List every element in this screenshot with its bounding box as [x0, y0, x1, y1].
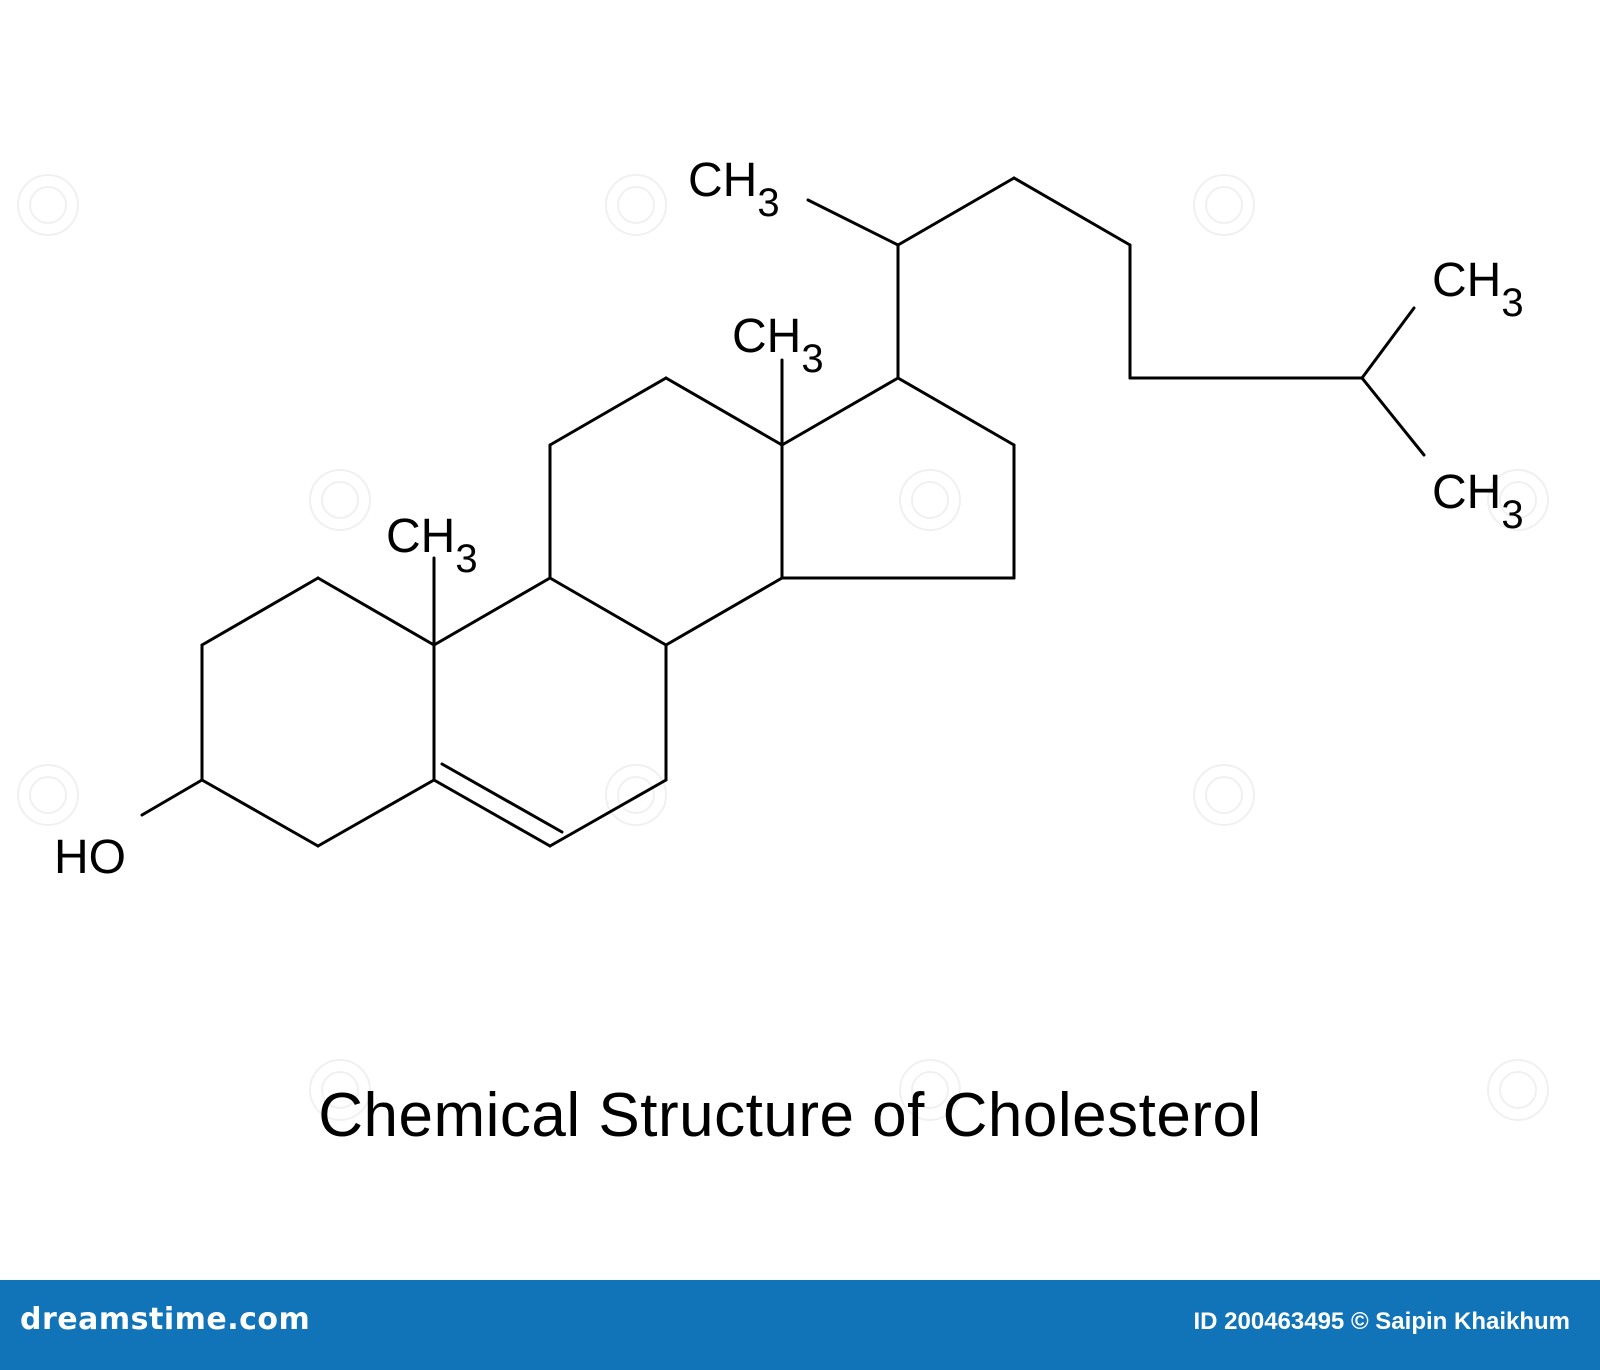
bond-c13-c17: [780, 376, 900, 447]
caption-text: Chemical Structure of Cholesterol: [318, 1081, 1262, 1150]
cholesterol-structure-diagram: CH3 CH3 CH3 CH3 CH3 HO: [17, 154, 1549, 1121]
bond-c5-c6-double: [440, 762, 564, 834]
bond-c3-hydroxyl: [140, 778, 204, 817]
label-ch3-c10: CH3: [386, 510, 478, 581]
ring-b: [432, 576, 668, 848]
ring-a: [200, 576, 436, 848]
bond-c8-c9: [548, 576, 668, 647]
bond-c12-c13: [664, 376, 784, 447]
watermark-pattern: [17, 174, 1549, 1121]
diagram-caption: Chemical Structure of Cholesterol: [0, 1080, 1600, 1151]
bond-c10-c1: [316, 576, 436, 647]
label-hydroxyl: HO: [54, 831, 126, 884]
bond-c20-c21: [806, 198, 900, 247]
bond-c9-c10: [432, 576, 552, 647]
side-chain: [806, 176, 1426, 457]
bond-c17-c16: [896, 376, 1016, 447]
bond-c25-c26: [1360, 306, 1416, 380]
label-ch3-c13: CH3: [732, 310, 824, 381]
footer-bar: dreamstime.com ID 200463495 © Saipin Kha…: [0, 1280, 1600, 1370]
bond-c3-c4: [200, 778, 320, 848]
bond-c25-c27: [1360, 376, 1426, 457]
ring-d: [780, 376, 1016, 580]
bond-c22-c23: [1012, 176, 1132, 247]
bond-c5-c6: [432, 778, 552, 848]
ring-c: [548, 376, 784, 647]
label-ch3-terminal-lower: CH3: [1432, 466, 1524, 537]
bond-c11-c12: [548, 376, 668, 447]
bond-c4-c5: [316, 778, 436, 848]
label-ch3-side-chain: CH3: [688, 154, 780, 225]
label-ch3-terminal-upper: CH3: [1432, 254, 1524, 325]
bond-c6-c7: [548, 778, 668, 848]
image-credit: ID 200463495 © Saipin Khaikhum: [1193, 1308, 1570, 1335]
dreamstime-logo[interactable]: dreamstime.com: [20, 1302, 311, 1337]
bond-c20-c22: [896, 176, 1016, 247]
bond-c1-c2: [200, 576, 320, 647]
bond-c14-c8: [664, 576, 784, 647]
